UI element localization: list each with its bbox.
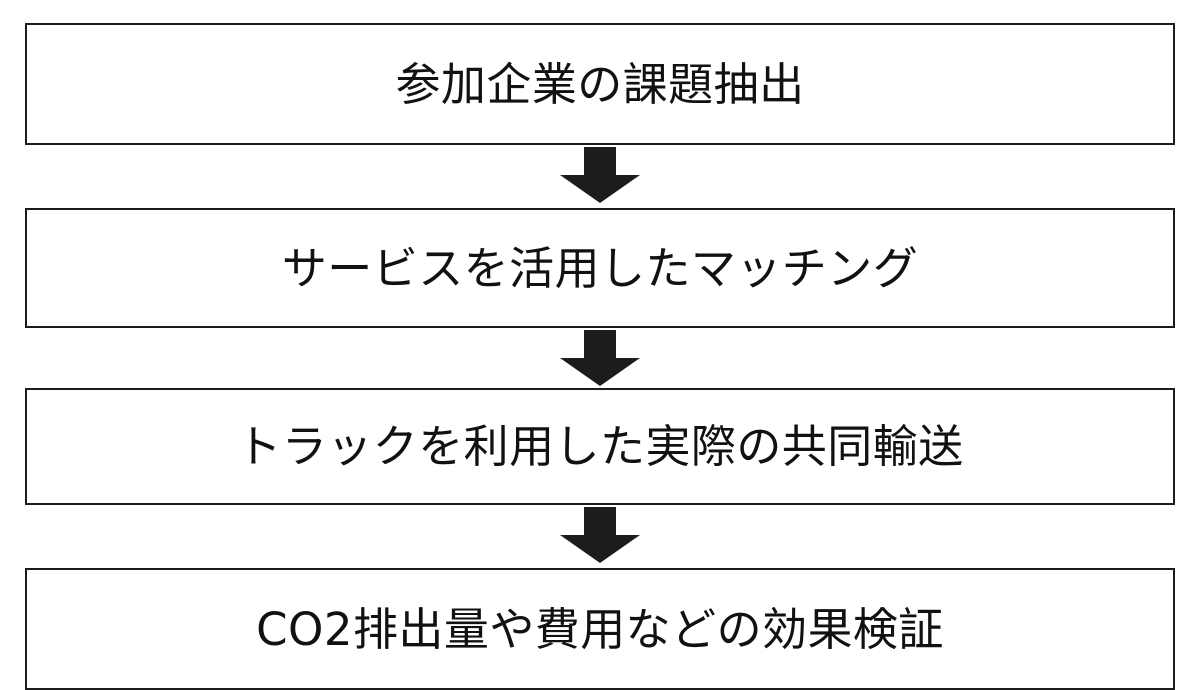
flow-step-box-4: CO2排出量や費用などの効果検証 bbox=[25, 568, 1175, 690]
flow-step-box-3: トラックを利用した実際の共同輸送 bbox=[25, 388, 1175, 505]
flow-arrow-down-1 bbox=[560, 147, 640, 203]
flowchart-diagram: 参加企業の課題抽出 サービスを活用したマッチング トラックを利用した実際の共同輸… bbox=[25, 23, 1175, 690]
flow-step-box-1: 参加企業の課題抽出 bbox=[25, 23, 1175, 145]
flow-step-box-2: サービスを活用したマッチング bbox=[25, 208, 1175, 328]
flow-arrow-down-3 bbox=[560, 507, 640, 563]
flow-step-label-3: トラックを利用した実際の共同輸送 bbox=[236, 420, 964, 473]
flow-step-label-2: サービスを活用したマッチング bbox=[281, 241, 919, 295]
flow-arrow-down-2 bbox=[560, 330, 640, 386]
flow-step-label-1: 参加企業の課題抽出 bbox=[395, 57, 805, 111]
flow-step-label-4: CO2排出量や費用などの効果検証 bbox=[256, 602, 944, 656]
